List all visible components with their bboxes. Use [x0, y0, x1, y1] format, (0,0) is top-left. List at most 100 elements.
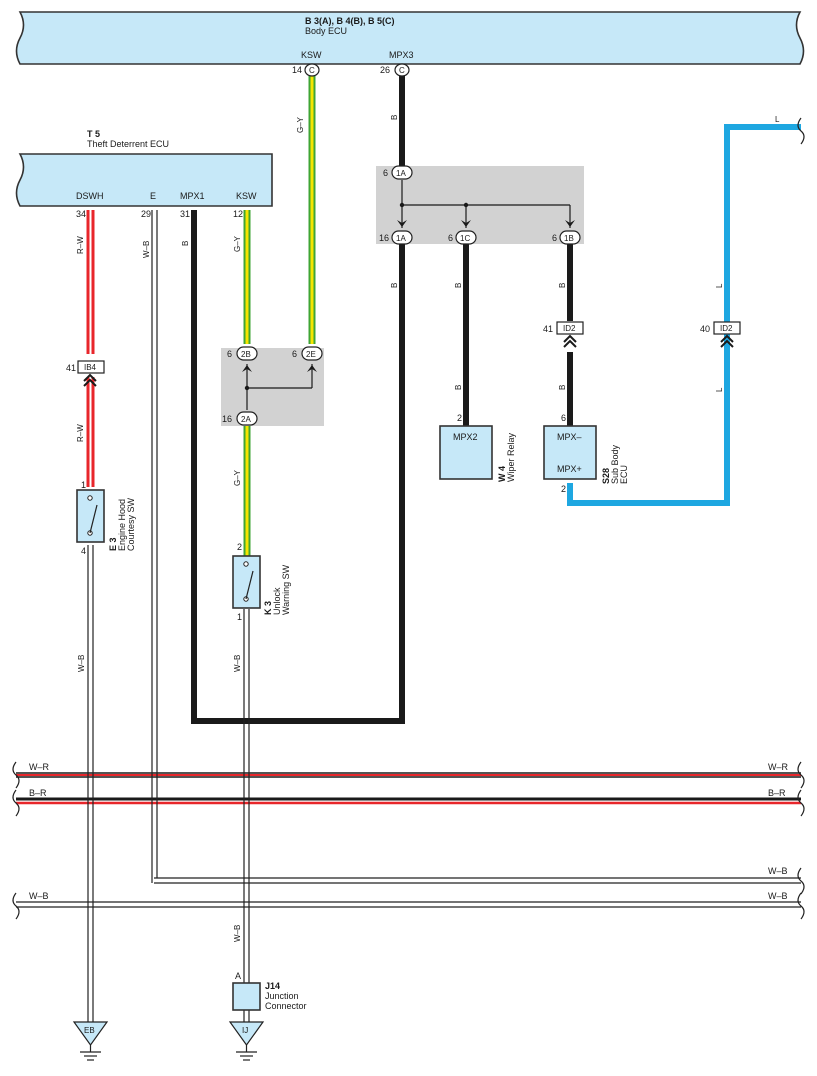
sub-body-ecu-terminal-bottom: MPX+: [557, 464, 582, 474]
wire-label-wb-k3: W–B: [233, 655, 242, 672]
junction-1-output-pin-1b: 6 1B: [552, 230, 581, 245]
svg-text:41: 41: [543, 324, 553, 334]
unlock-warning-switch: 2 1 K 3 Unlock Warning SW: [232, 542, 291, 622]
wire-label-rw-top: R–W: [76, 236, 85, 254]
svg-text:41: 41: [66, 363, 76, 373]
wire-wb-k3: [243, 609, 250, 983]
junction-2-input-pin-2e: 6 2E: [292, 346, 323, 361]
svg-text:40: 40: [700, 324, 710, 334]
connector-id2-left: 41 ID2: [543, 321, 584, 348]
sub-body-ecu-pin-bottom: 2: [561, 484, 566, 494]
body-ecu-ksw-label: KSW: [301, 50, 322, 60]
body-ecu-name: Body ECU: [305, 26, 347, 36]
wire-label-gy-top: G–Y: [296, 116, 305, 133]
j14-pin: A: [235, 971, 241, 981]
sub-body-ecu-pin-top: 6: [561, 413, 566, 423]
wiper-relay: 2 MPX2 W 4 Wiper Relay: [439, 413, 516, 482]
theft-ecu-pin-label-ksw: KSW: [236, 191, 257, 201]
wire-label-l-mid: L: [715, 283, 724, 288]
bus-w-b-2: [12, 892, 805, 920]
wire-rw-dswh: [86, 210, 95, 487]
j14-name-line2: Connector: [265, 1001, 307, 1011]
body-ecu-ksw-pin-number: 14: [292, 65, 302, 75]
svg-text:ID2: ID2: [720, 324, 733, 333]
svg-text:1C: 1C: [460, 234, 470, 243]
svg-text:IB4: IB4: [84, 363, 97, 372]
wire-label-b-1b-low: B: [558, 385, 567, 390]
svg-text:C: C: [399, 66, 405, 75]
bus-w-b-2-right-label: W–B: [768, 891, 788, 901]
svg-text:2B: 2B: [241, 350, 251, 359]
theft-ecu-pin-label-dswh: DSWH: [76, 191, 104, 201]
svg-text:1A: 1A: [396, 234, 406, 243]
sub-body-ecu-terminal-top: MPX–: [557, 432, 582, 442]
wire-label-b-mpx3: B: [390, 115, 399, 120]
svg-text:6: 6: [552, 233, 557, 243]
wire-label-b-1b-top: B: [558, 283, 567, 288]
bus-b-r-left-label: B–R: [29, 788, 47, 798]
engine-hood-sw-name-line2: Courtesy SW: [126, 497, 136, 551]
wire-label-b-1a: B: [390, 283, 399, 288]
svg-text:6: 6: [448, 233, 453, 243]
sub-body-ecu-name-line2: ECU: [619, 465, 629, 484]
svg-text:6: 6: [227, 349, 232, 359]
svg-text:16: 16: [379, 233, 389, 243]
theft-ecu-pin-label-mpx1: MPX1: [180, 191, 205, 201]
theft-deterrent-ecu: T 5 Theft Deterrent ECU DSWH E MPX1 KSW …: [15, 129, 273, 219]
body-ecu-mpx3-connector: C: [394, 63, 410, 77]
bus-w-r-right-label: W–R: [768, 762, 789, 772]
sub-body-ecu-name-line1: Sub Body: [610, 444, 620, 484]
wire-gy-theft-ksw: [243, 210, 251, 344]
wire-label-wb-j14: W–B: [233, 925, 242, 942]
wire-label-b-mpx1: B: [181, 241, 190, 246]
ground-ij-label: IJ: [242, 1026, 248, 1035]
svg-text:1A: 1A: [396, 169, 406, 178]
svg-text:6: 6: [292, 349, 297, 359]
theft-ecu-pin-number-e: 29: [141, 209, 151, 219]
junction-block-1-lines: [397, 180, 575, 228]
junction-1-output-pin-1a: 16 1A: [379, 230, 413, 245]
engine-hood-sw-code: E 3: [108, 537, 118, 551]
body-ecu-mpx3-pin-number: 26: [380, 65, 390, 75]
wire-label-l-low: L: [715, 387, 724, 392]
svg-text:ID2: ID2: [563, 324, 576, 333]
bus-w-r-left-label: W–R: [29, 762, 50, 772]
wire-label-l-top: L: [775, 115, 780, 124]
sub-body-ecu: 6 MPX– MPX+ 2 S28 Sub Body ECU: [543, 413, 629, 494]
svg-text:C: C: [309, 66, 315, 75]
svg-text:6: 6: [383, 168, 388, 178]
wire-j14-ground: [243, 1010, 250, 1022]
theft-ecu-code: T 5: [87, 129, 100, 139]
wiper-relay-terminal: MPX2: [453, 432, 478, 442]
unlock-sw-pin-bottom: 1: [237, 612, 242, 622]
bus-w-b-2-left-label: W–B: [29, 891, 49, 901]
wiper-relay-pin: 2: [457, 413, 462, 423]
body-ecu-mpx3-label: MPX3: [389, 50, 414, 60]
engine-hood-sw-pin-top: 1: [81, 480, 86, 490]
wire-l-break: [797, 117, 805, 145]
junction-block-2-lines: [242, 364, 317, 410]
wire-label-gy-ksw: G–Y: [233, 235, 242, 252]
theft-ecu-pin-number-ksw: 12: [233, 209, 243, 219]
wire-label-gy-low: G–Y: [233, 469, 242, 486]
svg-text:2E: 2E: [306, 350, 316, 359]
svg-text:16: 16: [222, 414, 232, 424]
connector-id2-right: 40 ID2: [700, 321, 741, 348]
junction-1-output-pin-1c: 6 1C: [448, 230, 477, 245]
unlock-sw-pin-top: 2: [237, 542, 242, 552]
wire-wb-e3: [87, 545, 94, 1022]
wire-l: [567, 124, 801, 506]
body-ecu-code: B 3(A), B 4(B), B 5(C): [305, 16, 395, 26]
j14-name-line1: Junction: [265, 991, 299, 1001]
ground-eb-label: EB: [84, 1026, 95, 1035]
wire-label-wb-e3: W–B: [77, 655, 86, 672]
engine-hood-sw-name-line1: Engine Hood: [117, 499, 127, 551]
bus-b-r: [12, 789, 805, 817]
theft-ecu-pin-number-mpx1: 31: [180, 209, 190, 219]
wire-labels: G–Y B L R–W W–B B G–Y B B B L L R–W B B …: [76, 115, 780, 942]
body-ecu-ksw-connector: C: [304, 63, 320, 77]
bus-w-b-1-right-label: W–B: [768, 866, 788, 876]
j14-code: J14: [265, 981, 280, 991]
connector-ib4: 41 IB4: [66, 360, 105, 387]
